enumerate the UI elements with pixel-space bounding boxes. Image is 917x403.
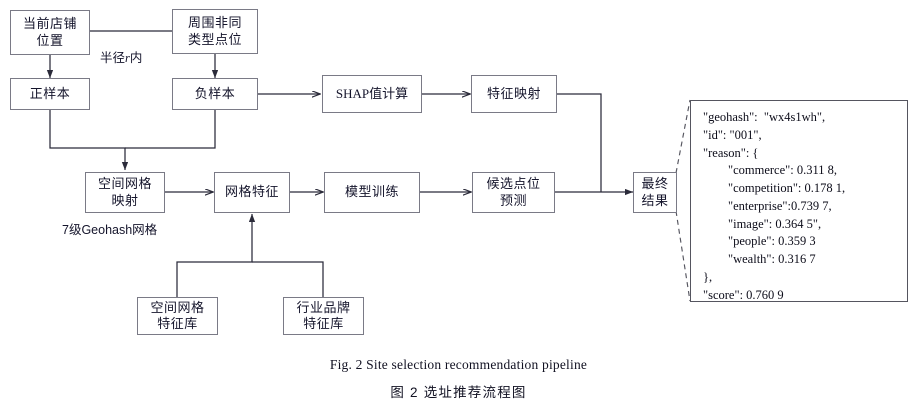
figure-caption-chinese: 图 2 选址推荐流程图 <box>390 385 527 400</box>
node-spatial-grid-mapping[interactable]: 空间网格 映射 <box>85 172 165 213</box>
wire-brandlib-to-merge <box>252 261 324 297</box>
edge-label-radius: 半径r内 <box>100 51 143 65</box>
node-model-training[interactable]: 模型训练 <box>324 172 420 213</box>
callout-line-top <box>675 99 691 174</box>
node-spatial-grid-feature-library[interactable]: 空间网格 特征库 <box>137 297 218 335</box>
edge-label-geohash-level: 7级Geohash网格 <box>62 223 158 237</box>
figure-caption-english: Fig. 2 Site selection recommendation pip… <box>329 357 588 372</box>
node-positive-sample[interactable]: 正样本 <box>10 78 90 110</box>
node-shap-value-calculation[interactable]: SHAP值计算 <box>322 75 422 113</box>
callout-line-bottom <box>675 210 691 302</box>
node-final-result[interactable]: 最终 结果 <box>633 172 677 213</box>
wire-negative-to-merge <box>125 110 216 149</box>
output-json-panel: "geohash": "wx4s1wh", "id": "001", "reas… <box>690 100 908 302</box>
node-candidate-site-prediction[interactable]: 候选点位 预测 <box>472 172 555 213</box>
wire-featuremap-to-final <box>557 93 602 192</box>
node-grid-feature[interactable]: 网格特征 <box>214 172 290 213</box>
wire-positive-to-gridmap <box>49 110 129 171</box>
node-industry-brand-feature-library[interactable]: 行业品牌 特征库 <box>283 297 364 335</box>
node-current-store[interactable]: 当前店铺 位置 <box>10 10 90 55</box>
node-feature-mapping[interactable]: 特征映射 <box>471 75 557 113</box>
wire-gridlib-to-gridfeature <box>176 213 256 297</box>
node-nearby-other-type-poi[interactable]: 周围非同 类型点位 <box>172 9 258 54</box>
node-negative-sample[interactable]: 负样本 <box>172 78 258 110</box>
